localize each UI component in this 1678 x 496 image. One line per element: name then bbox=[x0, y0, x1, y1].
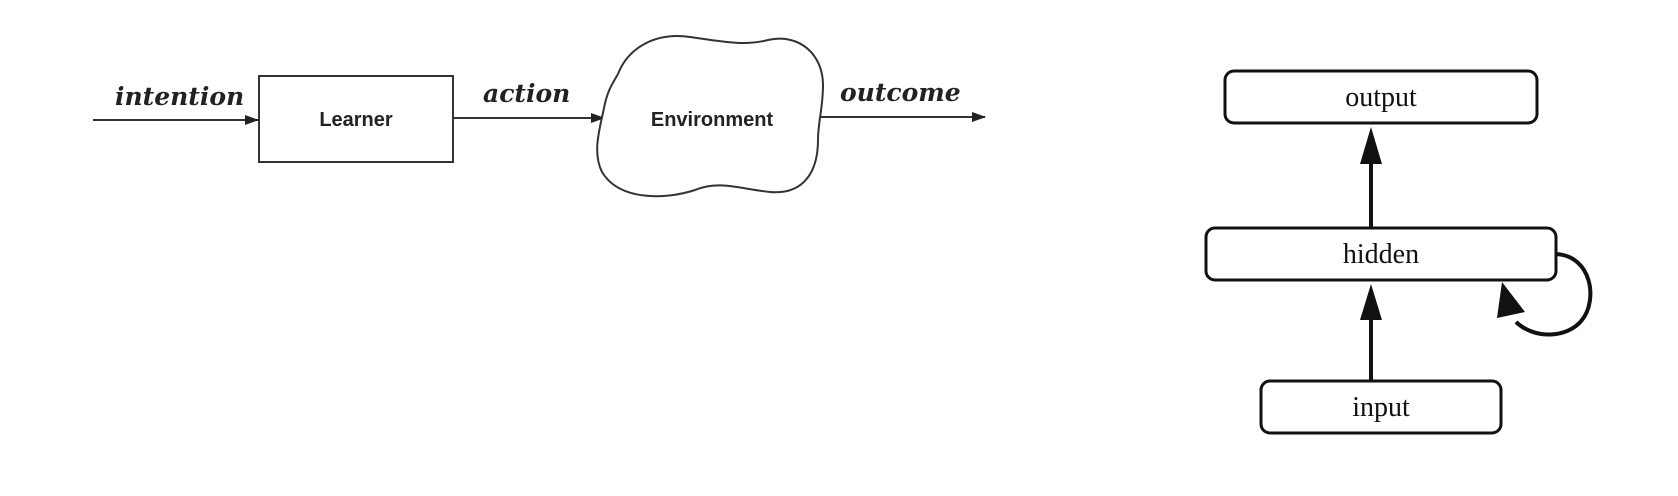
outcome-label: outcome bbox=[840, 78, 961, 107]
input-box bbox=[1259, 379, 1503, 435]
input-label: input bbox=[1352, 392, 1410, 423]
output-label: output bbox=[1345, 82, 1417, 113]
hidden-to-output-arrowhead bbox=[1360, 127, 1382, 164]
recurrent-network-diagram: output hidden input bbox=[1204, 69, 1593, 435]
recurrent-loop-arrowhead bbox=[1497, 282, 1525, 318]
output-box bbox=[1223, 69, 1539, 125]
recurrent-loop bbox=[1514, 252, 1593, 337]
environment-label: Environment bbox=[651, 109, 774, 131]
action-label: action bbox=[483, 79, 570, 108]
environment-cloud bbox=[596, 35, 825, 198]
learner-environment-diagram: intention Learner action Environment out… bbox=[93, 35, 986, 198]
learner-label: Learner bbox=[319, 109, 393, 131]
input-to-hidden-arrowhead bbox=[1360, 284, 1382, 320]
hidden-label: hidden bbox=[1343, 239, 1419, 270]
intention-label: intention bbox=[115, 82, 244, 111]
